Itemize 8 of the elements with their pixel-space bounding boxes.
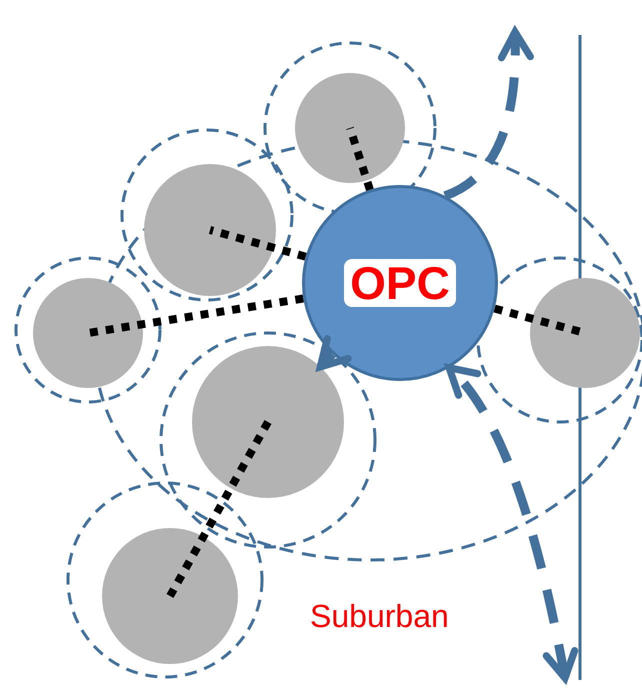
neighbor-node-circle <box>33 278 143 388</box>
arrow <box>443 28 534 200</box>
dotted-link <box>87 294 304 337</box>
area-label: Suburban <box>310 598 449 635</box>
arrow <box>446 364 578 682</box>
arrow <box>316 335 352 370</box>
dotted-link <box>346 126 374 191</box>
node-label: OPC <box>344 258 456 308</box>
